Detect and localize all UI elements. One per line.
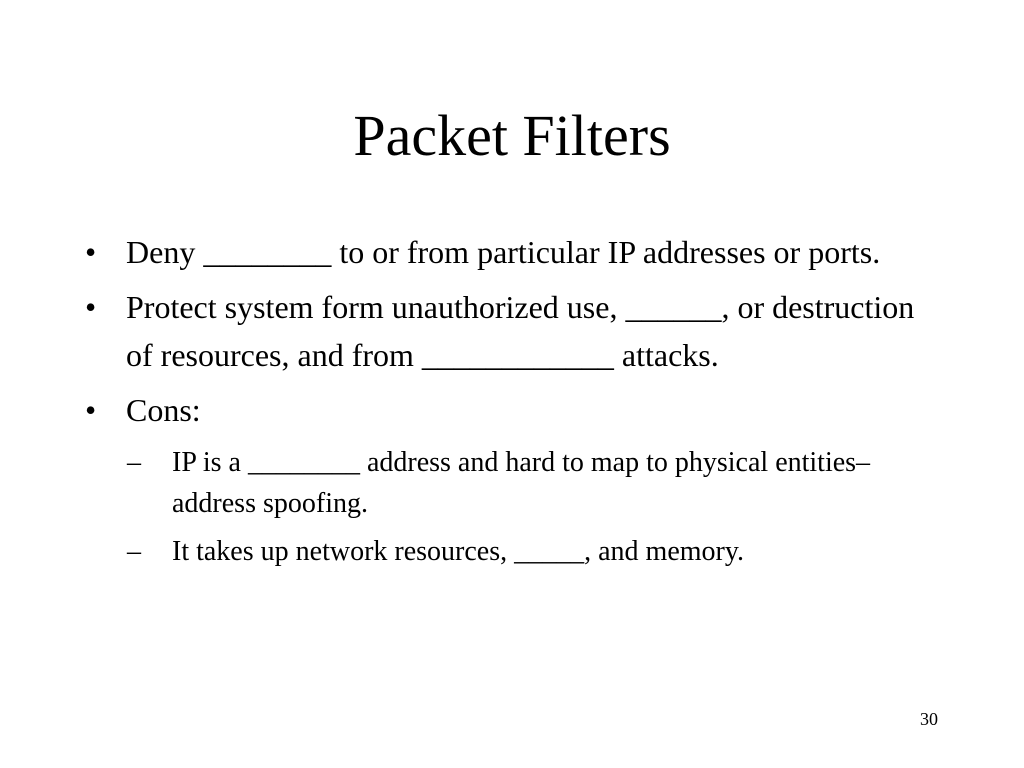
bullet-marker: • xyxy=(85,234,97,270)
bullet-item: • Protect system form unauthorized use, … xyxy=(85,283,945,379)
sub-bullet-text: It takes up network resources, _____, an… xyxy=(172,536,745,567)
sub-bullet-item: – IP is a ________ address and hard to m… xyxy=(127,442,945,524)
bullet-item: • Deny ________ to or from particular IP… xyxy=(85,228,945,276)
sub-bullet-item: – It takes up network resources, _____, … xyxy=(127,531,945,572)
sub-bullet-text: IP is a ________ address and hard to map… xyxy=(172,447,871,519)
bullet-text: Deny ________ to or from particular IP a… xyxy=(126,234,881,270)
bullet-text: Cons: xyxy=(126,392,201,428)
sub-bullet-marker: – xyxy=(127,447,141,478)
page-number: 30 xyxy=(920,709,938,729)
bullet-item: • Cons: – IP is a ________ address and h… xyxy=(85,386,945,572)
bullet-marker: • xyxy=(85,392,97,428)
slide-title: Packet Filters xyxy=(353,103,671,168)
bullet-text: Protect system form unauthorized use, __… xyxy=(126,289,915,373)
bullet-list: • Deny ________ to or from particular IP… xyxy=(85,228,945,579)
sub-bullet-list: – IP is a ________ address and hard to m… xyxy=(126,442,945,572)
sub-bullet-marker: – xyxy=(127,536,141,567)
bullet-marker: • xyxy=(85,289,97,325)
